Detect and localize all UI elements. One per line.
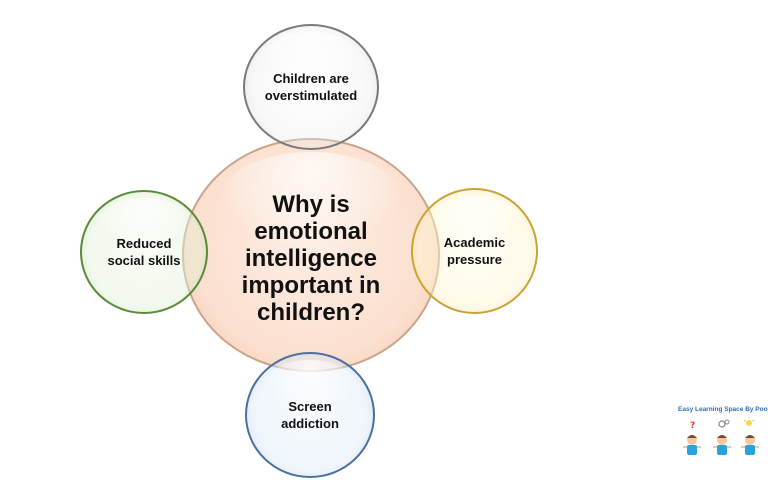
logo-text: Easy Learning Space By Pooja	[678, 406, 768, 413]
brand-logo: Easy Learning Space By Pooja ?	[678, 406, 768, 464]
svg-text:?: ?	[690, 421, 695, 431]
top-circle: Children are overstimulated	[243, 24, 379, 150]
center-question-text: Why is emotional intelligence important …	[241, 190, 381, 326]
right-circle-text: Academic pressure	[443, 235, 506, 267]
top-circle-text: Children are overstimulated	[264, 71, 358, 103]
bottom-circle-text: Screen addiction	[281, 399, 339, 431]
left-circle-text: Reduced social skills	[107, 236, 181, 268]
bottom-circle: Screen addiction	[245, 352, 375, 478]
right-circle: Academic pressure	[411, 188, 538, 314]
left-circle: Reduced social skills	[80, 190, 208, 314]
kids-illustration-icon: ?	[683, 417, 759, 455]
center-circle: Why is emotional intelligence important …	[182, 138, 440, 372]
